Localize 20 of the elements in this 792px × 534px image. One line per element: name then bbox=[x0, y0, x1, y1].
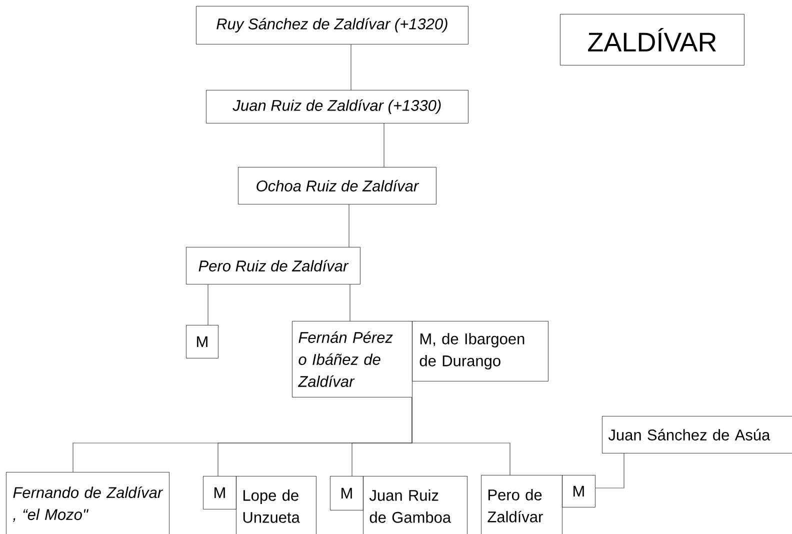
person-box: Fernando de Zaldívar , “el Mozo" bbox=[6, 472, 170, 534]
connector-line bbox=[412, 397, 510, 476]
connector-line bbox=[348, 204, 350, 248]
spouse-box: M bbox=[186, 325, 218, 358]
person-box: Fernán Pérez o Ibáñez de Zaldívar bbox=[292, 321, 412, 398]
person-box: Juan Sánchez de Asúa bbox=[602, 416, 792, 454]
person-box: Ruy Sánchez de Zaldívar (+1320) bbox=[196, 6, 468, 44]
connector-line bbox=[350, 44, 352, 90]
person-box: Lope de Unzueta bbox=[236, 476, 316, 534]
person-box: M, de Ibargoen de Durango bbox=[412, 321, 548, 382]
connector-line bbox=[595, 453, 624, 488]
spouse-box: M bbox=[562, 475, 596, 508]
spouse-box: M bbox=[330, 476, 364, 510]
spouse-box: M bbox=[203, 476, 236, 510]
person-box: Pero Ruiz de Zaldívar bbox=[186, 247, 360, 284]
title-box: ZALDÍVAR bbox=[560, 14, 744, 66]
person-box: Juan Ruiz de Gamboa bbox=[363, 476, 468, 534]
person-box: Pero de Zaldívar bbox=[481, 475, 562, 534]
person-box: Juan Ruiz de Zaldívar (+1330) bbox=[206, 90, 468, 124]
person-box: Ochoa Ruiz de Zaldívar bbox=[238, 167, 436, 204]
